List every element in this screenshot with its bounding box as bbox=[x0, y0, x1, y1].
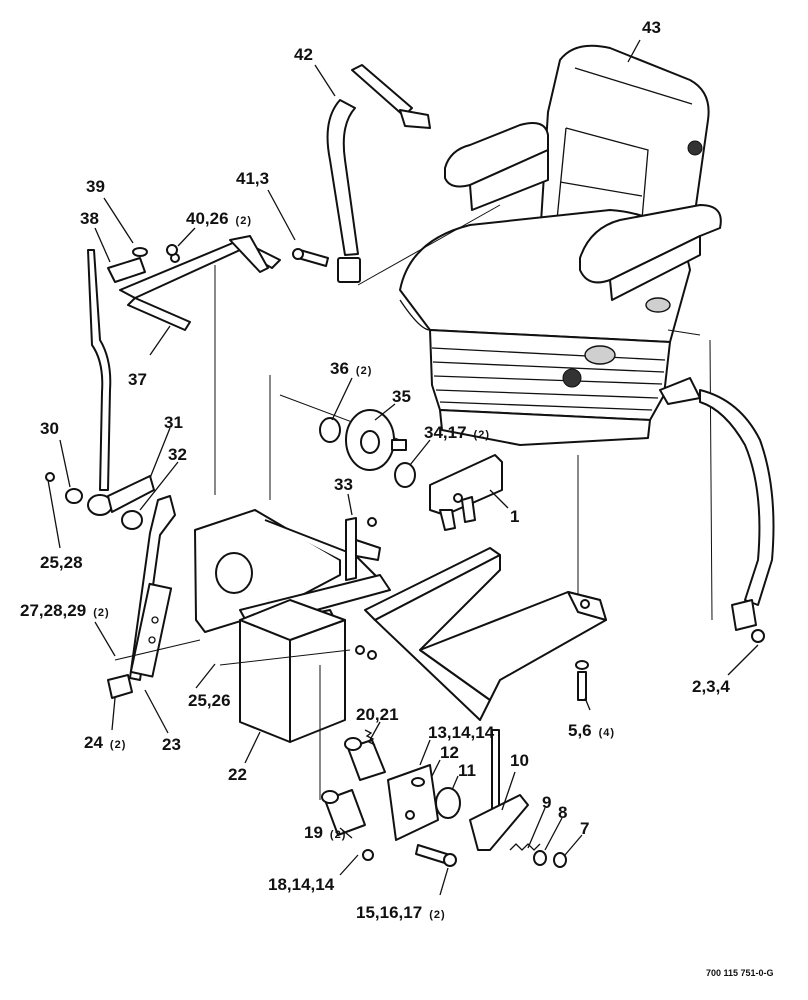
callout-40-qty: (2) bbox=[236, 215, 252, 227]
callout-43: 43 bbox=[642, 18, 661, 37]
callout-37: 37 bbox=[128, 370, 147, 389]
lever-23 bbox=[129, 495, 176, 681]
pin-20 bbox=[344, 729, 386, 781]
toolbox-22 bbox=[239, 599, 346, 743]
bracket-1 bbox=[429, 454, 503, 531]
callout-8: 8 bbox=[558, 803, 567, 822]
callout-5-6-qty: (4) bbox=[599, 727, 615, 739]
spring-9 bbox=[509, 843, 541, 851]
bracket-37 bbox=[119, 235, 281, 331]
callout-19-qty: (2) bbox=[330, 829, 346, 841]
callout-1: 1 bbox=[510, 507, 519, 526]
callout-42: 42 bbox=[294, 45, 313, 64]
nut-7 bbox=[553, 852, 567, 868]
callout-41: 41,3 bbox=[236, 169, 269, 188]
callout-25-28: 25,28 bbox=[40, 553, 83, 572]
bolt-25 bbox=[355, 645, 365, 655]
bushing-36 bbox=[319, 417, 341, 443]
callout-5-6: 5,6 (4) bbox=[568, 721, 615, 740]
bracket-38 bbox=[107, 257, 146, 283]
disc-11 bbox=[435, 787, 461, 819]
pivot-31 bbox=[87, 475, 155, 516]
clip-24 bbox=[107, 674, 133, 699]
callout-11: 11 bbox=[458, 761, 476, 780]
callout-10: 10 bbox=[510, 751, 529, 770]
washer-30 bbox=[45, 472, 83, 504]
callout-24-num: 24 bbox=[84, 733, 103, 752]
callout-40-num: 40,26 bbox=[186, 209, 229, 228]
callout-15-qty: (2) bbox=[429, 909, 445, 921]
callout-22: 22 bbox=[228, 765, 247, 784]
callout-15: 15,16,17 (2) bbox=[356, 903, 446, 922]
callout-23: 23 bbox=[162, 735, 181, 754]
callout-34: 34,17 (2) bbox=[424, 423, 490, 442]
callout-40: 40,26 (2) bbox=[186, 209, 252, 228]
callout-27-num: 27,28,29 bbox=[20, 601, 86, 620]
callout-25-26: 25,26 bbox=[188, 691, 231, 710]
callout-30: 30 bbox=[40, 419, 59, 438]
disc-35 bbox=[345, 409, 407, 471]
callout-24: 24 (2) bbox=[84, 733, 126, 752]
clip-39 bbox=[132, 247, 148, 257]
bolt-41 bbox=[292, 248, 329, 267]
bushing-34 bbox=[394, 462, 416, 488]
callout-31: 31 bbox=[164, 413, 183, 432]
bolt-40 bbox=[166, 244, 178, 256]
callout-2-3-4: 2,3,4 bbox=[692, 677, 730, 696]
callout-labels: 43 42 41,3 40,26 (2) 39 38 37 36 (2) 35 … bbox=[20, 18, 774, 978]
callout-19: 19 (2) bbox=[304, 823, 346, 842]
callout-9: 9 bbox=[542, 793, 551, 812]
callout-20-21: 20,21 bbox=[356, 705, 399, 724]
seat-riser bbox=[364, 547, 607, 721]
callout-32: 32 bbox=[168, 445, 187, 464]
callout-24-qty: (2) bbox=[110, 739, 126, 751]
seat-belt-left bbox=[326, 64, 431, 283]
callout-38: 38 bbox=[80, 209, 99, 228]
bolt-5 bbox=[575, 660, 589, 701]
rod-10 bbox=[469, 729, 529, 851]
washer-8 bbox=[533, 850, 547, 866]
bushing-32 bbox=[121, 510, 143, 530]
callout-15-num: 15,16,17 bbox=[356, 903, 422, 922]
bolt-18 bbox=[362, 849, 374, 861]
callout-34-num: 34,17 bbox=[424, 423, 467, 442]
seat-assembly bbox=[399, 44, 722, 446]
callout-18: 18,14,14 bbox=[268, 875, 335, 894]
callout-39: 39 bbox=[86, 177, 105, 196]
callout-27: 27,28,29 (2) bbox=[20, 601, 110, 620]
lever-rod bbox=[87, 249, 112, 491]
callout-19-num: 19 bbox=[304, 823, 323, 842]
callout-36-num: 36 bbox=[330, 359, 349, 378]
callout-27-qty: (2) bbox=[93, 607, 109, 619]
callout-12: 12 bbox=[440, 743, 459, 762]
callout-34-qty: (2) bbox=[474, 429, 490, 441]
leader-lines bbox=[47, 39, 759, 896]
pin-19 bbox=[321, 789, 366, 836]
callout-35: 35 bbox=[392, 387, 411, 406]
callout-7: 7 bbox=[580, 819, 589, 838]
bracket-33 bbox=[345, 517, 381, 581]
callout-36: 36 (2) bbox=[330, 359, 372, 378]
callout-36-qty: (2) bbox=[356, 365, 372, 377]
callout-5-6-num: 5,6 bbox=[568, 721, 592, 740]
seat-belt-right bbox=[659, 377, 775, 643]
nut-25 bbox=[367, 650, 377, 660]
callout-33: 33 bbox=[334, 475, 353, 494]
callout-13: 13,14,14 bbox=[428, 723, 495, 742]
plate-12 bbox=[387, 764, 439, 841]
figure-reference: 700 115 751-0-G bbox=[706, 968, 774, 978]
bolt-15 bbox=[415, 844, 457, 867]
